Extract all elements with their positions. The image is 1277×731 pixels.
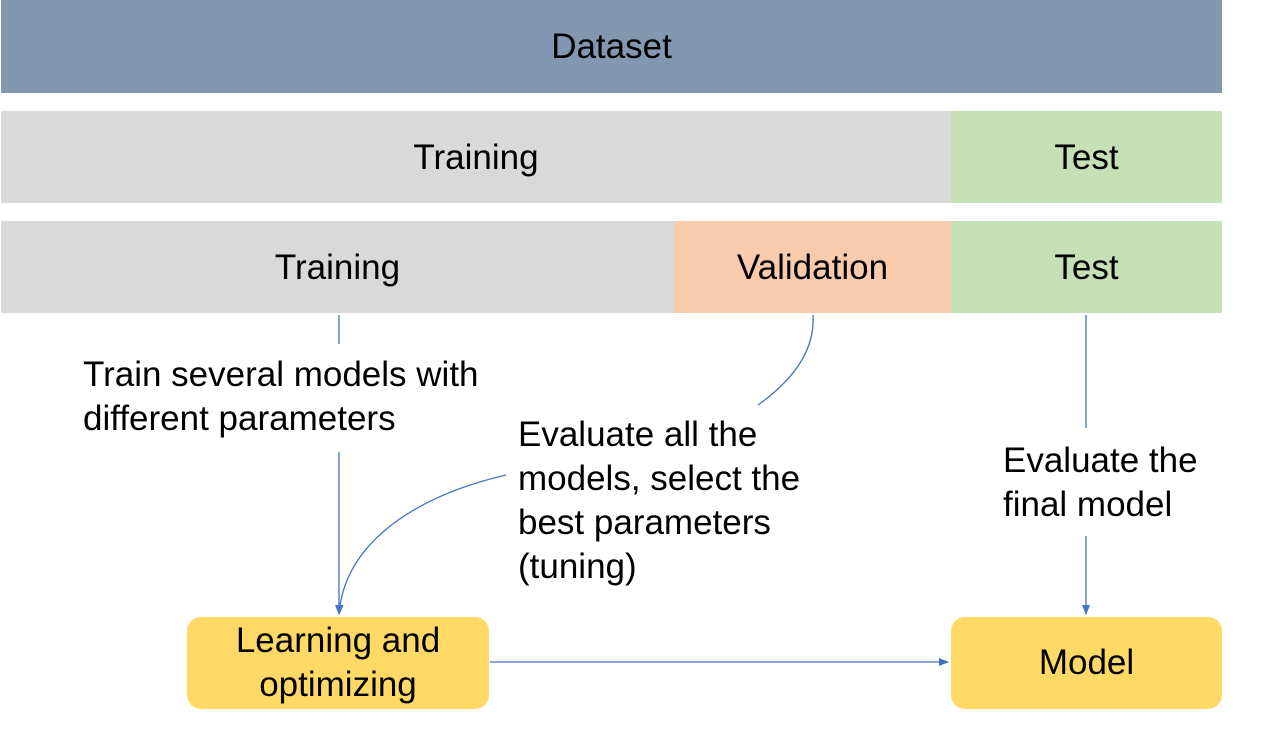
validation-note-to-learning-arrow <box>335 474 507 615</box>
split2-validation-label: Validation <box>736 247 889 287</box>
split2-training-segment: Training <box>1 221 674 313</box>
model-node: Model <box>951 617 1222 709</box>
dataset-label: Dataset <box>551 27 672 66</box>
evaluate-models-note: Evaluate all the models, select the best… <box>518 415 801 586</box>
split1-test-label: Test <box>1054 137 1119 177</box>
learning-optimizing-node: Learning and optimizing <box>187 617 489 709</box>
evaluate-final-note: Evaluate the final model <box>1003 441 1198 524</box>
split2-test-label: Test <box>1054 247 1119 287</box>
split1-test-segment: Test <box>951 111 1222 203</box>
split1-training-segment: Training <box>1 111 951 203</box>
dataset-bar: Dataset <box>1 0 1222 93</box>
validation-to-note-curve <box>757 314 814 406</box>
train-models-note: Train several models with different para… <box>83 355 479 438</box>
learning-optimizing-label: Learning and optimizing <box>235 621 441 704</box>
model-label: Model <box>1038 643 1135 682</box>
split2-test-segment: Test <box>951 221 1222 313</box>
split2-training-label: Training <box>274 247 401 287</box>
split1-training-label: Training <box>413 137 539 177</box>
split2-validation-segment: Validation <box>674 221 951 313</box>
